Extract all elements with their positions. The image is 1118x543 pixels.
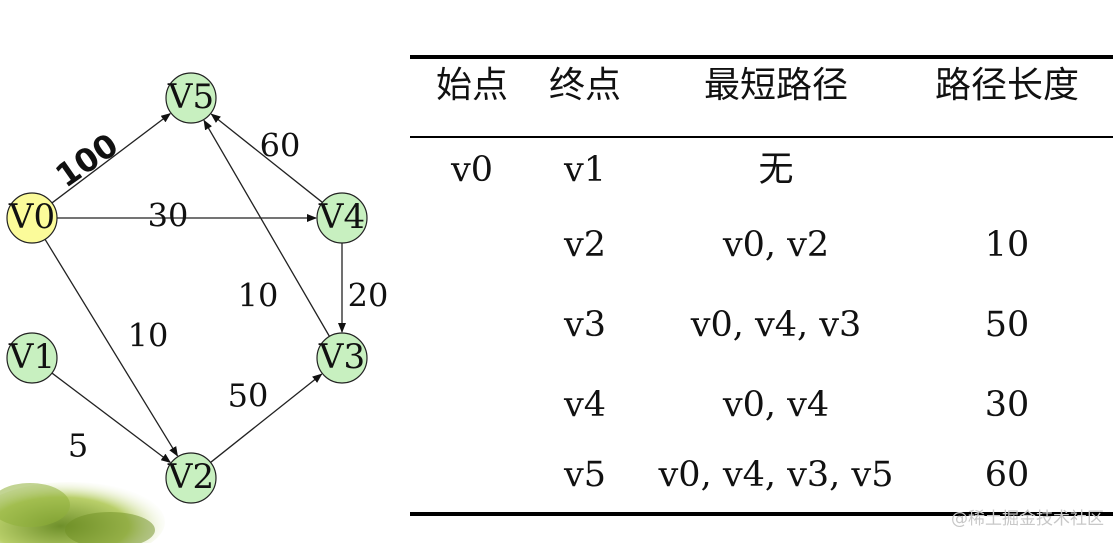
row-path-cell: v0, v4, v3 [690,305,862,345]
header-shortest-path: 最短路径 [703,65,849,106]
node-label: V2 [167,457,214,497]
row-length-cell: 60 [984,455,1030,495]
row-length-cell: 50 [984,305,1030,345]
node-circle [165,72,217,124]
header-start: 始点 [435,65,509,106]
row-end-cell: v5 [563,455,607,495]
node-label: V3 [318,337,365,377]
edge-v2-v3 [210,373,323,463]
leaf-decoration [0,482,165,543]
edge-weight-label: 10 [128,317,169,355]
row-length-cell: 10 [984,225,1030,265]
table-top-rule [410,55,1113,59]
edge-weight-label: 60 [260,127,301,165]
row-end-cell: v1 [563,150,607,190]
node-label: V1 [8,337,55,377]
edge-weight-label: 20 [348,277,389,315]
node-circle [6,332,58,384]
node-circle [6,192,58,244]
watermark: @稀土掘金技术社区 [951,509,1104,529]
node-v2: V2 [165,452,217,504]
row-path-cell: v0, v4 [722,385,830,425]
edge-weight-label: 50 [228,377,269,415]
row-end-cell: v3 [563,305,607,345]
node-label: V5 [167,77,214,117]
row-start-cell: v0 [450,150,494,190]
row-end-cell: v2 [563,225,607,265]
edge-v4-v5 [210,113,323,203]
edge-v3-v5 [203,119,331,337]
node-circle [165,452,217,504]
row-path-cell: v0, v4, v3, v5 [658,455,894,495]
table-header-rule [410,136,1113,138]
edge-v0-v5 [51,113,172,204]
edge-weight-label: 5 [68,427,88,465]
edge-v0-v2 [44,238,178,457]
row-path-cell: v0, v2 [722,225,830,265]
node-v4: V4 [316,192,368,244]
node-label: V4 [318,197,365,237]
node-v3: V3 [316,332,368,384]
node-circle [316,332,368,384]
row-path-cell: 无 [758,150,794,190]
node-v0: V0 [6,192,58,244]
node-v5: V5 [165,72,217,124]
node-label: V0 [8,197,55,237]
node-circle [316,192,368,244]
header-end: 终点 [548,65,622,106]
row-length-cell: 30 [984,385,1030,425]
node-v1: V1 [6,332,58,384]
edge-weight-label: 10 [238,277,279,315]
table-bottom-rule [410,512,1113,516]
edge-weight-label: 30 [148,197,189,235]
row-end-cell: v4 [563,385,607,425]
edge-v1-v2 [51,372,172,463]
header-path-length: 路径长度 [934,65,1080,106]
edge-weight-label: 100 [49,126,126,195]
